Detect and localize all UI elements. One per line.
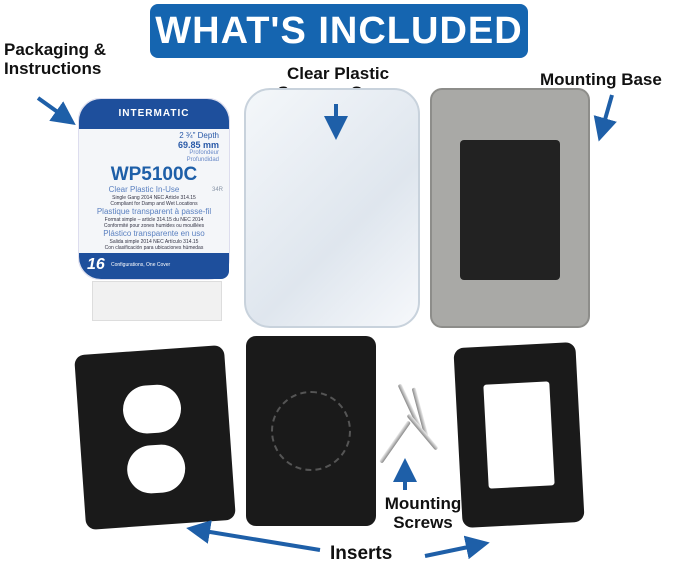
packaging-card: INTERMATIC 2 ¾" Depth 69.85 mm Profondeu… [78,98,230,280]
fr-title: Plastique transparent à passe-fil [96,207,212,216]
depth-fr: Profondeur [189,150,219,156]
en-line: Compliant for Damp and Wet Locations [110,201,198,207]
blank-insert [246,336,376,526]
fr-line: Conformité pour zones humides ou mouillé… [103,223,205,229]
title-banner: WHAT'S INCLUDED [150,4,528,58]
arrow-inserts-right [424,535,490,560]
mounting-base [430,88,590,328]
barcode-label [92,281,222,321]
es-line: Salida simple 2014 NEC Artículo 314.15 [109,239,199,245]
config-text: Configurations, One Cover [111,262,171,268]
arrow-packaging [36,96,76,125]
label-inserts: Inserts [330,543,393,564]
model-number: WP5100C [110,164,198,185]
en-line: Single Gang 2014 NEC Article 314.15 [112,195,196,201]
arrow-inserts-left [186,520,321,552]
package-footer: 16 Configurations, One Cover [79,253,229,279]
es-title: Plástico transparente en uso [103,229,205,238]
en-title: Clear Plastic In-Use [108,185,180,194]
fr-line: Format simple – article 314.15 du NEC 20… [104,217,204,223]
brand-logo: INTERMATIC [79,99,229,129]
config-count: 16 [87,256,105,273]
depth-inches: 2 ¾" Depth [179,131,219,140]
depth-mm: 69.85 mm [177,140,219,150]
label-packaging: Packaging & Instructions [4,40,107,78]
label-base: Mounting Base [540,70,662,89]
product-code: 34R [211,187,223,193]
es-line: Con clasificación para ubicaciones húmed… [104,245,204,251]
label-screws: Mounting Screws [384,494,462,532]
depth-es: Profundidad [186,157,219,163]
arrow-base [593,94,617,142]
